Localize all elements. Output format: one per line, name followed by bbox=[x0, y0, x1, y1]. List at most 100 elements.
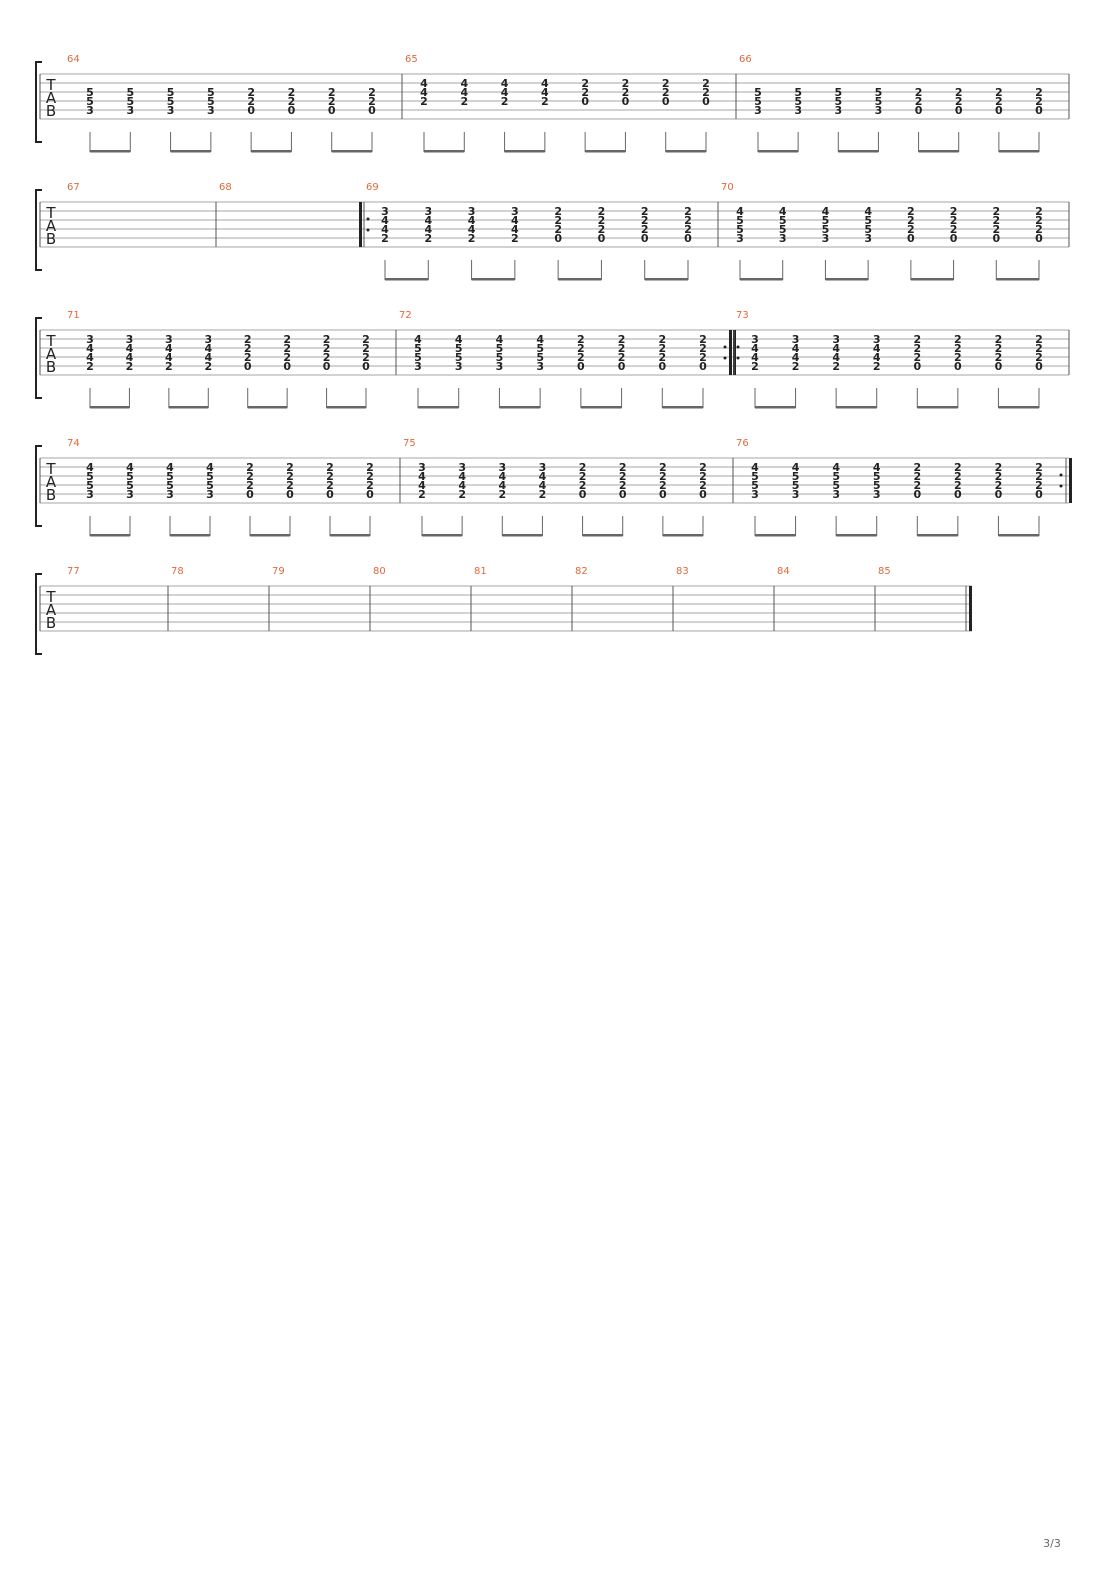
beam bbox=[998, 150, 1039, 153]
tab-clef-letter: T bbox=[45, 204, 56, 222]
fret-number: 2 bbox=[955, 86, 963, 99]
beam bbox=[662, 406, 703, 409]
fret-number: 5 bbox=[206, 479, 214, 492]
fret-number: 4 bbox=[832, 342, 840, 355]
fret-number: 0 bbox=[618, 360, 626, 373]
repeat-dot bbox=[1059, 484, 1063, 488]
fret-number: 5 bbox=[86, 86, 94, 99]
beam bbox=[330, 534, 370, 537]
beam bbox=[90, 406, 130, 409]
fret-number: 3 bbox=[751, 488, 759, 501]
fret-number: 2 bbox=[792, 360, 800, 373]
fret-number: 0 bbox=[577, 360, 585, 373]
fret-number: 2 bbox=[1035, 461, 1043, 474]
fret-number: 4 bbox=[468, 223, 476, 236]
measure-number: 73 bbox=[736, 310, 749, 321]
fret-number: 4 bbox=[779, 205, 787, 218]
fret-number: 2 bbox=[832, 360, 840, 373]
fret-number: 0 bbox=[554, 232, 562, 245]
barline-thick bbox=[729, 330, 732, 375]
fret-number: 2 bbox=[460, 95, 468, 108]
fret-number: 0 bbox=[362, 360, 370, 373]
fret-number: 2 bbox=[992, 214, 1000, 227]
fret-number: 2 bbox=[1035, 351, 1043, 364]
fret-number: 3 bbox=[496, 360, 504, 373]
fret-number: 0 bbox=[659, 488, 667, 501]
fret-number: 4 bbox=[165, 342, 173, 355]
beam bbox=[758, 150, 799, 153]
fret-number: 0 bbox=[581, 95, 589, 108]
fret-number: 2 bbox=[658, 351, 666, 364]
fret-number: 3 bbox=[498, 461, 506, 474]
fret-number: 4 bbox=[420, 86, 428, 99]
fret-number: 5 bbox=[822, 214, 830, 227]
fret-number: 3 bbox=[166, 488, 174, 501]
fret-number: 5 bbox=[792, 470, 800, 483]
fret-number: 2 bbox=[420, 95, 428, 108]
system-bracket bbox=[35, 61, 42, 143]
barline-thick bbox=[359, 202, 362, 247]
fret-number: 3 bbox=[424, 205, 432, 218]
fret-number: 2 bbox=[641, 205, 649, 218]
fret-number: 4 bbox=[498, 470, 506, 483]
fret-number: 2 bbox=[954, 333, 962, 346]
fret-number: 2 bbox=[539, 488, 547, 501]
fret-number: 2 bbox=[751, 360, 759, 373]
beam bbox=[998, 406, 1039, 409]
measure-number: 77 bbox=[67, 566, 80, 577]
beam bbox=[998, 534, 1039, 537]
fret-number: 5 bbox=[126, 86, 134, 99]
fret-number: 4 bbox=[165, 351, 173, 364]
fret-number: 2 bbox=[246, 470, 254, 483]
fret-number: 0 bbox=[579, 488, 587, 501]
fret-number: 0 bbox=[658, 360, 666, 373]
fret-number: 2 bbox=[581, 77, 589, 90]
fret-number: 3 bbox=[86, 104, 94, 117]
beam bbox=[422, 534, 463, 537]
fret-number: 4 bbox=[832, 351, 840, 364]
fret-number: 2 bbox=[577, 333, 585, 346]
fret-number: 2 bbox=[618, 351, 626, 364]
fret-number: 2 bbox=[579, 470, 587, 483]
fret-number: 0 bbox=[288, 104, 296, 117]
fret-number: 2 bbox=[501, 95, 509, 108]
fret-number: 2 bbox=[954, 351, 962, 364]
measure-number: 79 bbox=[272, 566, 285, 577]
fret-number: 4 bbox=[86, 461, 94, 474]
tab-clef-letter: A bbox=[46, 89, 57, 107]
fret-number: 2 bbox=[915, 95, 923, 108]
fret-number: 2 bbox=[554, 214, 562, 227]
repeat-dot bbox=[736, 356, 740, 360]
fret-number: 2 bbox=[246, 461, 254, 474]
tab-clef-letter: T bbox=[45, 460, 56, 478]
system-bracket bbox=[35, 317, 42, 399]
fret-number: 5 bbox=[536, 351, 544, 364]
beam bbox=[247, 406, 288, 409]
fret-number: 5 bbox=[792, 479, 800, 492]
beam bbox=[662, 534, 703, 537]
beam bbox=[504, 150, 545, 153]
fret-number: 4 bbox=[424, 223, 432, 236]
fret-number: 2 bbox=[246, 479, 254, 492]
beam bbox=[424, 150, 465, 153]
fret-number: 5 bbox=[86, 479, 94, 492]
beam bbox=[585, 150, 626, 153]
fret-number: 5 bbox=[754, 86, 762, 99]
fret-number: 2 bbox=[511, 232, 519, 245]
fret-number: 4 bbox=[539, 479, 547, 492]
repeat-dot bbox=[366, 228, 370, 232]
measure-number: 78 bbox=[171, 566, 184, 577]
fret-number: 0 bbox=[913, 360, 921, 373]
fret-number: 4 bbox=[166, 461, 174, 474]
fret-number: 2 bbox=[362, 342, 370, 355]
fret-number: 4 bbox=[541, 86, 549, 99]
fret-number: 3 bbox=[832, 333, 840, 346]
fret-number: 2 bbox=[1035, 205, 1043, 218]
fret-number: 4 bbox=[460, 86, 468, 99]
barline-thick bbox=[969, 586, 972, 631]
fret-number: 0 bbox=[286, 488, 294, 501]
repeat-dot bbox=[366, 217, 370, 221]
fret-number: 2 bbox=[283, 351, 291, 364]
beam bbox=[250, 534, 290, 537]
fret-number: 4 bbox=[206, 461, 214, 474]
